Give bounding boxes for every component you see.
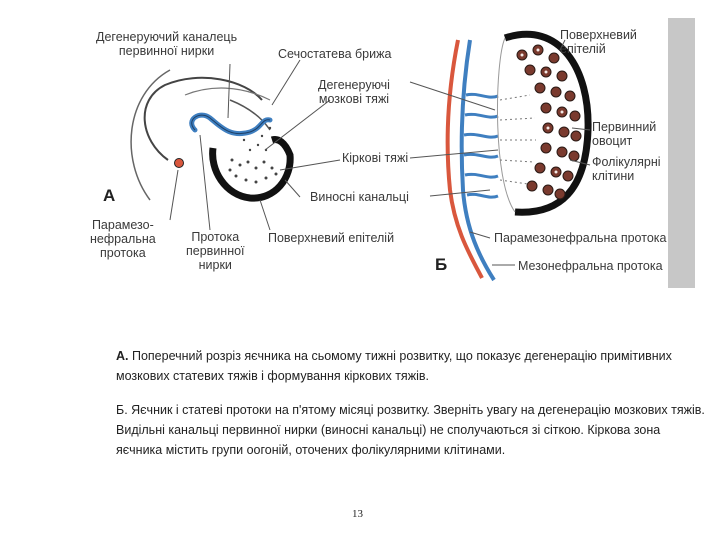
- label-surface-epithelium-a: Поверхневий епітелій: [268, 231, 395, 245]
- caption-a-paragraph: А. Поперечний розріз яєчника на сьомому …: [116, 346, 706, 386]
- caption-b: Б. Яєчник і статеві протоки на п'ятому м…: [116, 400, 706, 460]
- label-surface-epithelium-b-line2: епітелій: [560, 42, 606, 56]
- label-paramesonephric-duct-a: Парамезо- нефральна протока: [90, 218, 156, 260]
- label-mesonephric-duct-a-line3: нирки: [198, 258, 232, 272]
- label-mesonephric-duct-a-line1: Протока: [191, 230, 240, 244]
- label-mesonephric-duct-a-line2: первинної: [186, 244, 245, 258]
- label-cortical-cords: Кіркові тяжі: [342, 151, 409, 165]
- label-surface-epithelium-b: Поверхневий епітелій: [560, 28, 637, 56]
- ovary-development-figure: Дегенеруючий каналець первинної нирки Се…: [90, 18, 695, 288]
- label-medullary-cords-line1: Дегенеруючі: [318, 78, 390, 92]
- panel-b-letter: Б: [435, 255, 448, 274]
- label-degenerating-tubule-line1: Дегенеруючий каналець: [96, 30, 238, 44]
- gray-bar: [668, 18, 695, 288]
- caption-a: А. Поперечний розріз яєчника на сьомому …: [116, 346, 706, 386]
- label-mesonephric-duct-a: Протока первинної нирки: [186, 230, 245, 272]
- label-follicular-cells: Фолікулярні клітини: [592, 155, 661, 183]
- caption-a-text: Поперечний розріз яєчника на сьомому тиж…: [116, 349, 672, 383]
- label-medullary-cords-line2: мозкові тяжі: [318, 92, 390, 106]
- label-medullary-cords: Дегенеруючі мозкові тяжі: [318, 78, 390, 106]
- page-number: 13: [352, 508, 363, 520]
- label-surface-epithelium-b-line1: Поверхневий: [560, 28, 637, 42]
- panel-a-drawing: [130, 59, 341, 231]
- label-primary-oocyte-line2: овоцит: [592, 134, 633, 148]
- label-paramesonephric-duct-a-line1: Парамезо-: [91, 218, 154, 232]
- label-paramesonephric-duct-a-line2: нефральна: [90, 232, 156, 246]
- label-primary-oocyte-line1: Первинний: [592, 120, 657, 134]
- label-mesonephric-duct-b: Мезонефральна протока: [518, 259, 663, 273]
- label-primary-oocyte: Первинний овоцит: [592, 120, 656, 148]
- panel-b-drawing: [409, 30, 592, 282]
- label-degenerating-tubule: Дегенеруючий каналець первинної нирки: [96, 30, 237, 58]
- panel-a-letter: А: [103, 186, 116, 205]
- label-follicular-cells-line1: Фолікулярні: [592, 155, 661, 169]
- label-paramesonephric-duct-b: Парамезонефральна протока: [494, 231, 667, 245]
- label-paramesonephric-duct-a-line3: протока: [100, 246, 146, 260]
- caption-b-text: Б. Яєчник і статеві протоки на п'ятому м…: [116, 403, 705, 457]
- label-follicular-cells-line2: клітини: [592, 169, 635, 183]
- label-efferent-tubules: Виносні канальці: [310, 190, 409, 204]
- caption-a-bold: А.: [116, 349, 129, 363]
- label-degenerating-tubule-line2: первинної нирки: [118, 44, 215, 58]
- label-mesovarium: Сечостатева брижа: [278, 47, 392, 61]
- figure-drawing: [130, 18, 695, 288]
